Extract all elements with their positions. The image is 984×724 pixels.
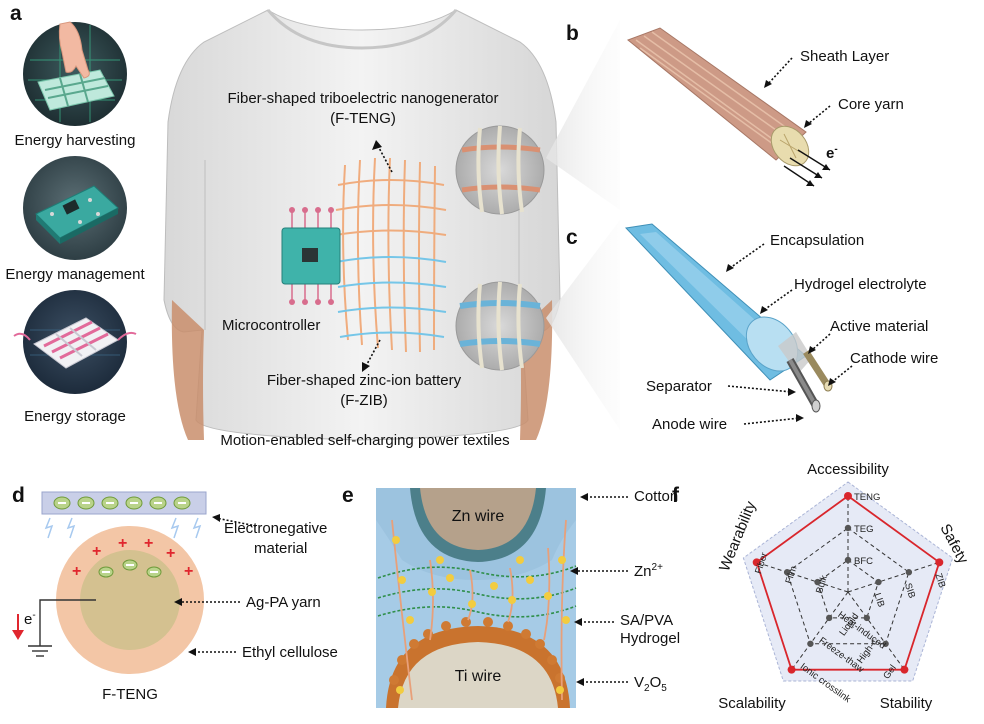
label-ethyl-cellulose: Ethyl cellulose [242,644,338,661]
arrow-to-zib [365,339,381,367]
label-core-yarn: Core yarn [838,96,904,113]
radar-label-wearability-2: Film [784,565,800,586]
radar-axis-title-stability: Stability [880,695,933,712]
label-zn-wire: Zn wire [451,508,505,525]
label-separator: Separator [646,378,712,395]
label-anode-wire: Anode wire [652,416,728,433]
radar-ring-1 [816,559,880,619]
label-microcontroller: Microcontroller [222,317,321,334]
energy-storage-icon [13,290,137,394]
radar-label-safety-3: ZIB [932,572,947,589]
svg-text:+: + [118,535,127,552]
radar-axis-title-scalability: Scalability [718,695,786,712]
radar-point-safety-3 [935,558,944,567]
label-electron-d: e- [24,610,36,628]
teng-zoom-circle [455,125,545,215]
label-encapsulation: Encapsulation [770,232,865,249]
microcontroller-chip [281,207,341,305]
panel-letter-c: c [566,226,578,249]
radar-axis-title-accessibility: Accessibility [807,461,889,478]
label-energy-harvesting: Energy harvesting [14,132,136,149]
panel-letter-d: d [12,484,25,507]
radar-spoke-wearability [756,561,849,593]
svg-text:+: + [166,545,175,562]
svg-text:+: + [72,563,81,580]
radar-label-wearability-1: Bulk [814,574,830,595]
radar-point-safety-1 [875,578,882,586]
radar-point-scalability-2 [807,640,814,647]
zib-zoom-circle [455,281,545,371]
label-cathode-wire: Cathode wire [850,350,939,367]
label-ti-wire: Ti wire [454,668,502,685]
radar-spoke-stability [847,591,905,670]
zib-fiber-illustration [624,223,833,413]
label-electronegative-2: material [254,540,308,557]
label-sa-pva-1: SA/PVA [620,612,674,629]
svg-text:+: + [184,563,193,580]
radar-point-wearability-2 [783,569,791,576]
label-ag-pa-yarn: Ag-PA yarn [246,594,321,611]
caption-f-teng: F-TENG [102,686,158,703]
label-energy-management: Energy management [5,266,145,283]
label-cotton: Cotton [634,488,679,505]
label-teng-abbr: (F-TENG) [330,110,396,127]
radar-point-wearability-1 [814,578,821,586]
radar-point-wearability-3 [752,558,761,567]
energy-harvesting-icon [23,21,127,126]
label-sa-pva-2: Hydrogel [620,630,681,647]
label-zn-ion: Zn2+ [634,562,663,580]
caption-self-charging-textiles: Motion-enabled self-charging power texti… [220,432,510,449]
radar-point-accessibility-1 [844,556,852,564]
label-active-material: Active material [830,318,929,335]
radar-spoke-scalability [791,591,849,670]
panel-letter-f: f [672,484,679,507]
radar-point-scalability-1 [825,614,833,622]
arrow-to-teng [377,145,393,173]
radar-ring-3 [755,494,941,671]
radar-point-stability-1 [863,614,871,622]
label-zib-title: Fiber-shaped zinc-ion battery [266,372,462,389]
label-teng-title: Fiber-shaped triboelectric nanogenerator [227,90,499,107]
radar-label-safety-1: LIB [872,592,887,609]
label-electronegative-1: Electronegative [224,520,328,537]
radar-point-safety-2 [905,569,913,576]
radar-label-accessibility-3: TENG [854,492,880,503]
radar-point-stability-3 [900,665,909,674]
radar-point-scalability-3 [787,665,796,674]
radar-label-safety-2: SIB [902,582,917,600]
radar-label-accessibility-2: TEG [854,524,874,535]
panel-letter-b: b [566,22,579,45]
label-zib-abbr: (F-ZIB) [340,392,388,409]
label-v2o5: V2O5 [634,674,667,694]
panel-letter-a: a [10,2,22,25]
radar-chart: TENGTEGBFCZIBSIBLIBGelHigh-cLiquidIonic … [716,461,972,712]
teng-fiber-illustration [627,27,810,167]
label-energy-storage: Energy storage [24,408,126,425]
f-zib-cross-section [376,488,577,708]
panel-letter-e: e [342,484,354,507]
label-sheath-layer: Sheath Layer [800,48,890,65]
svg-text:+: + [144,535,153,552]
radar-point-accessibility-3 [844,492,852,500]
radar-point-accessibility-2 [844,524,852,532]
energy-management-icon [23,156,127,260]
label-electron-b: e- [826,144,838,162]
textile-grid [335,157,447,353]
radar-spoke-safety [847,561,940,593]
svg-text:+: + [92,543,101,560]
f-teng-cross-section: + + + + + + [12,491,207,674]
label-hydrogel-electrolyte: Hydrogel electrolyte [794,276,927,293]
radar-point-stability-2 [882,640,889,647]
radar-label-accessibility-1: BFC [854,556,873,567]
